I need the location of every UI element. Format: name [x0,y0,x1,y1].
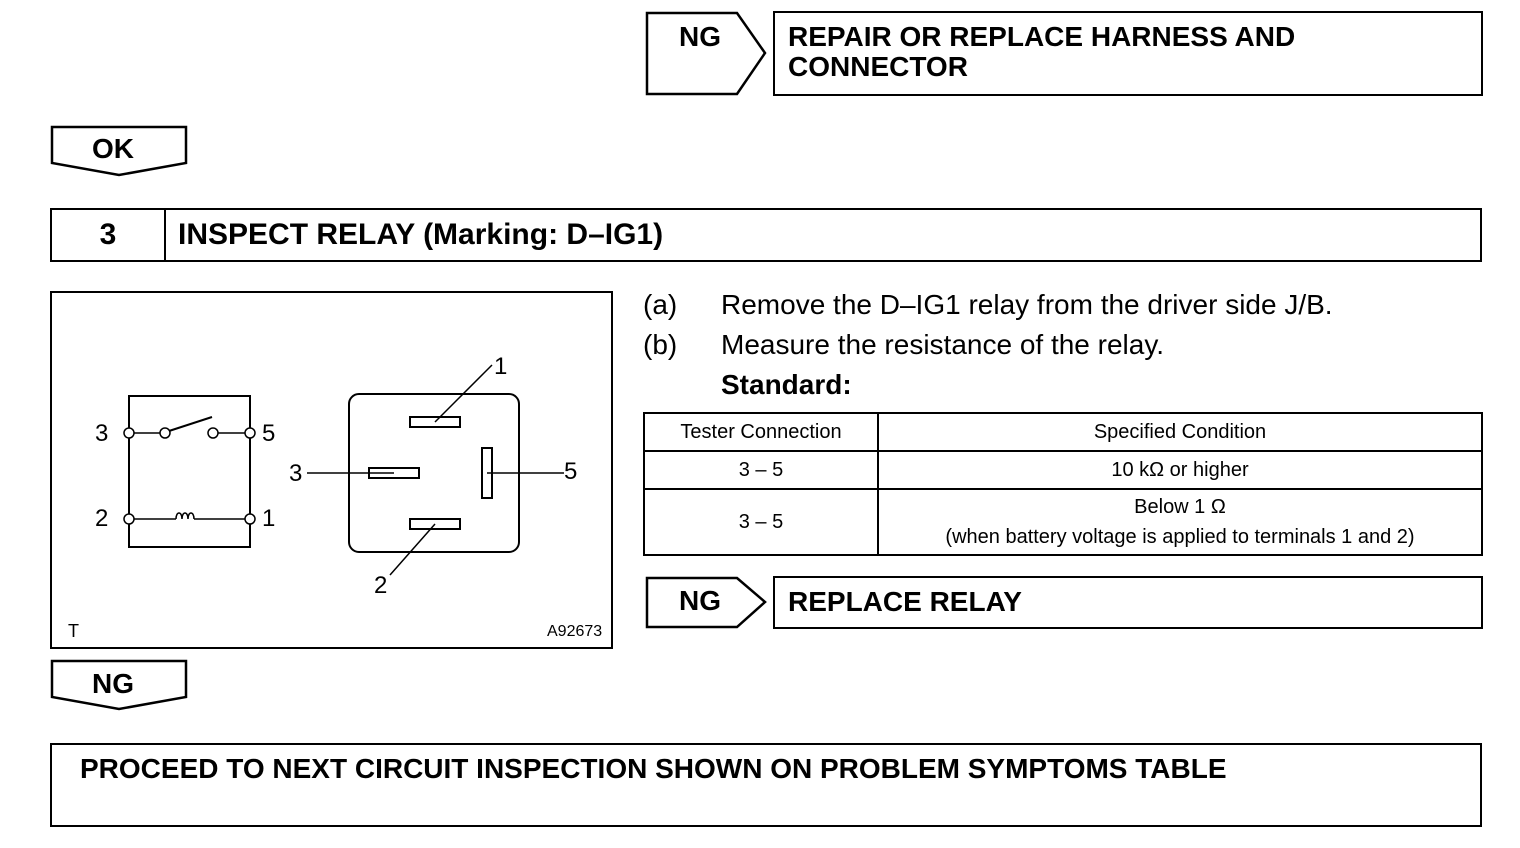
schematic-pin-1: 1 [262,505,276,532]
schematic-pin-2: 2 [95,505,109,532]
schematic-pin-3: 3 [95,420,109,447]
step-number: 3 [52,210,166,260]
terminal-2-dot [123,513,135,525]
right-arrow-icon [645,576,767,629]
ok-arrow: OK [50,125,188,178]
terminal-5-dot [244,427,256,439]
figure-code: A92673 [547,623,603,640]
table-row: 3 – 5 Below 1 Ω (when battery voltage is… [643,488,1483,556]
instruction-a: (a) Remove the D–IG1 relay from the driv… [643,285,1483,325]
table-cell: 3 – 5 [643,488,879,556]
ng-arrow-top: NG [645,11,769,96]
table-row: 3 – 5 10 kΩ or higher [643,450,1483,490]
final-instruction-box: PROCEED TO NEXT CIRCUIT INSPECTION SHOWN… [50,743,1482,827]
table-cell: 3 – 5 [643,450,879,490]
switch-contact [159,427,171,439]
connector-pin-2: 2 [374,572,388,599]
result-text: REPLACE RELAY [788,586,1022,617]
table-header: Specified Condition [877,412,1483,452]
result-box-replace-relay: REPLACE RELAY [773,576,1483,629]
result-text-line2: CONNECTOR [788,51,968,82]
ng-label: NG [679,21,721,52]
right-arrow-icon [645,11,767,96]
table-header-row: Tester Connection Specified Condition [643,412,1483,452]
down-arrow-icon [50,125,188,177]
instruction-b: (b) Measure the resistance of the relay. [643,325,1483,365]
connector-pin-1: 1 [494,353,508,380]
terminal-1-dot [244,513,256,525]
ng-label: NG [679,585,721,616]
result-text-line1: REPAIR OR REPLACE HARNESS AND [788,21,1296,52]
schematic-pin-5: 5 [262,420,276,447]
condition-line: Below 1 Ω [1134,496,1226,518]
corner-mark: T [68,621,79,641]
table-cell: Below 1 Ω (when battery voltage is appli… [877,488,1483,556]
instruction-tag: (b) [643,329,678,360]
relay-diagram [123,364,564,576]
switch-contact [207,427,219,439]
connector-pin-5: 5 [564,458,578,485]
instruction-tag: (a) [643,289,678,320]
step-header: 3 INSPECT RELAY (Marking: D–IG1) [50,208,1482,262]
table-cell: 10 kΩ or higher [877,450,1483,490]
connector-pin-3: 3 [289,460,303,487]
final-instruction-text: PROCEED TO NEXT CIRCUIT INSPECTION SHOWN… [80,753,1227,784]
instruction-text: Measure the resistance of the relay. [721,329,1165,360]
result-box-repair-harness: REPAIR OR REPLACE HARNESS AND CONNECTOR [773,11,1483,96]
ng-arrow-mid: NG [645,576,769,629]
ng-arrow-bottom: NG [50,659,188,712]
ng-label: NG [92,668,134,699]
down-arrow-icon [50,659,188,711]
relay-figure: 3 5 2 1 1 3 5 2 T A92673 [50,291,613,649]
ok-label: OK [92,133,134,164]
standard-label: Standard: [721,369,852,400]
table-header: Tester Connection [643,412,879,452]
step-title: INSPECT RELAY (Marking: D–IG1) [178,218,664,251]
spec-table: Tester Connection Specified Condition 3 … [643,412,1483,556]
coil-icon [175,512,195,520]
instruction-text: Remove the D–IG1 relay from the driver s… [721,289,1333,320]
condition-line: (when battery voltage is applied to term… [945,526,1415,548]
terminal-3-dot [123,427,135,439]
